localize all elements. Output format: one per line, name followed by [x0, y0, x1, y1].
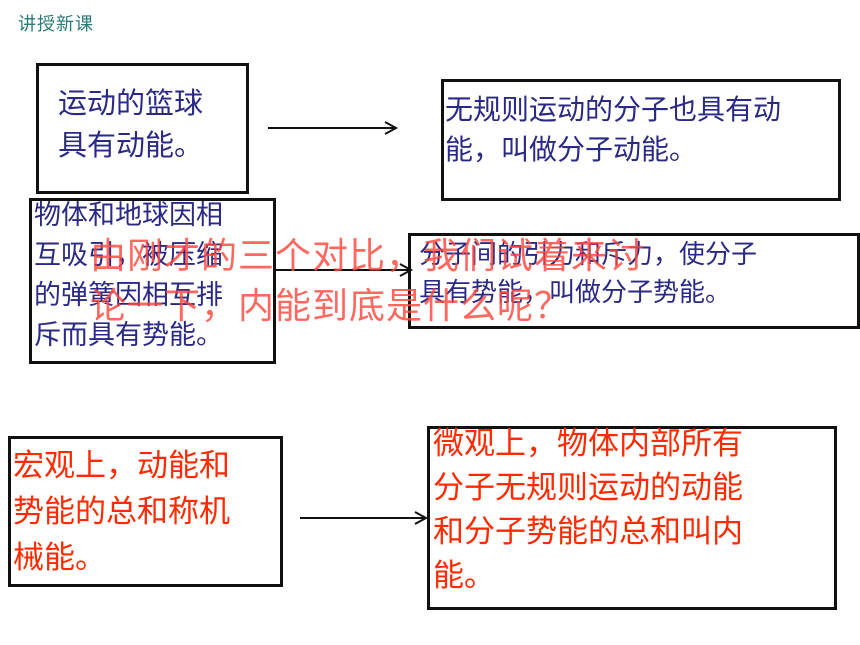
overlay-question-text: 由刚才的三个对比，我们试着来讨 论一下，内能到底是什么呢？ [90, 236, 646, 327]
box-molecular-potential [408, 233, 860, 329]
text-basketball-kinetic: 运动的篮球 具有动能。 [58, 86, 204, 162]
box-basketball-kinetic [36, 63, 249, 194]
box-gravity-potential [29, 198, 276, 364]
text-molecular-potential: 分子间的引力和斥力，使分子 具有势能，叫做分子势能。 [419, 240, 758, 308]
arrow-right-icon [268, 121, 399, 135]
text-molecular-kinetic: 无规则运动的分子也具有动 能，叫做分子动能。 [445, 93, 782, 166]
arrow-right-icon [300, 511, 429, 525]
text-mechanical-energy: 宏观上，动能和 势能的总和称机 械能。 [13, 448, 230, 576]
box-mechanical-energy [8, 436, 283, 587]
box-molecular-kinetic [441, 79, 841, 201]
arrow-right-icon [275, 263, 414, 277]
box-internal-energy [427, 426, 837, 610]
text-internal-energy: 微观上，物体内部所有 分子无规则运动的动能 和分子势能的总和叫内 能。 [433, 426, 743, 594]
slide-title: 讲授新课 [18, 14, 94, 35]
text-gravity-potential: 物体和地球因相 互吸引，被压缩 的弹簧因相互排 斥而具有势能。 [34, 200, 223, 351]
